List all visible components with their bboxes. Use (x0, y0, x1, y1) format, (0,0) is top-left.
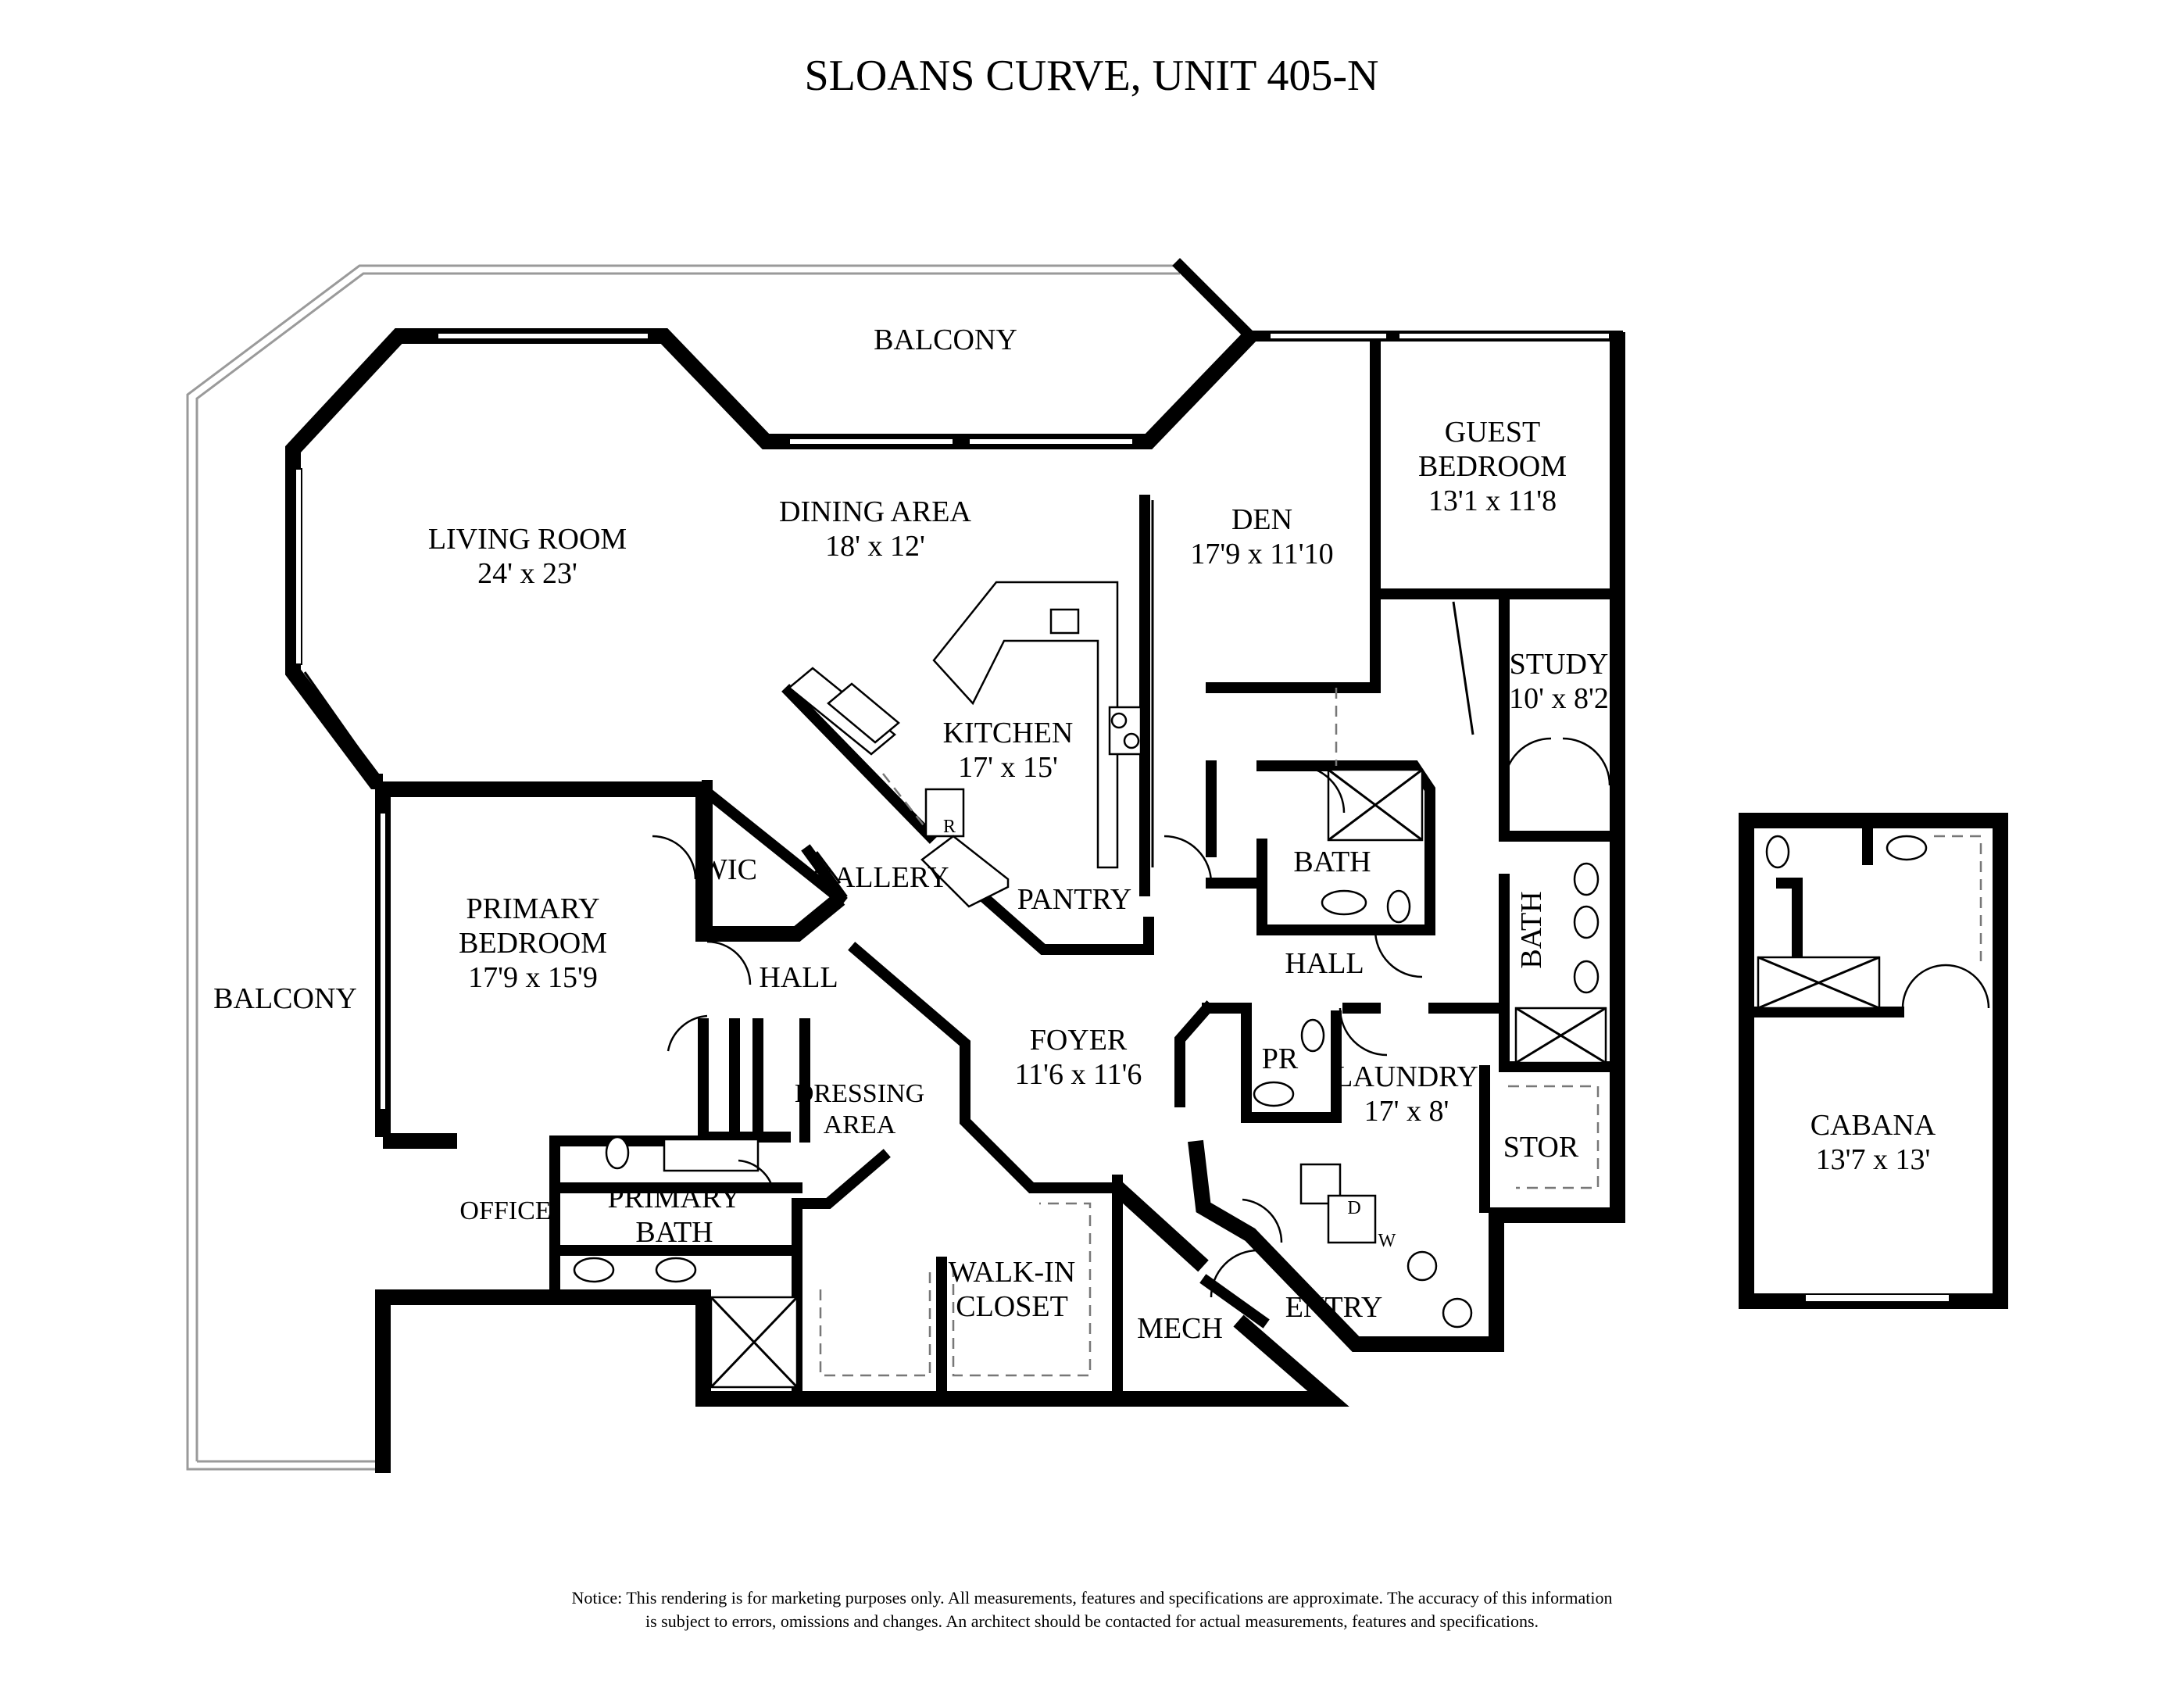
label-primary-bedroom-2: BEDROOM (459, 927, 607, 960)
label-den-size: 17'9 x 11'10 (1190, 538, 1333, 570)
label-laundry: LAUNDRY (1335, 1060, 1478, 1093)
label-pantry: PANTRY (1017, 883, 1131, 916)
label-washer: W (1378, 1231, 1396, 1251)
label-guest-bedroom-size: 13'1 x 11'8 (1428, 485, 1557, 517)
label-dining-area: DINING AREA (779, 495, 971, 528)
label-study-size: 10' x 8'2 (1509, 682, 1609, 715)
label-laundry-size: 17' x 8' (1364, 1095, 1449, 1128)
label-gallery: GALLERY (812, 861, 949, 894)
label-living-room: LIVING ROOM (428, 523, 627, 556)
label-hall-left: HALL (759, 961, 838, 994)
notice: Notice: This rendering is for marketing … (0, 1586, 2184, 1633)
label-guest-bedroom-2: BEDROOM (1418, 450, 1567, 483)
label-den: DEN (1231, 503, 1292, 536)
label-entry: ENTRY (1285, 1291, 1383, 1324)
label-cabana: CABANA (1810, 1109, 1936, 1142)
label-foyer-size: 11'6 x 11'6 (1015, 1058, 1142, 1091)
notice-line-1: Notice: This rendering is for marketing … (571, 1588, 1613, 1608)
cabana (1739, 813, 2008, 1309)
label-bath-center: BATH (1293, 846, 1371, 878)
label-kitchen-size: 17' x 15' (958, 751, 1058, 784)
windows (295, 332, 1610, 1110)
plan-title: SLOANS CURVE, UNIT 405-N (805, 52, 1379, 100)
label-primary-bedroom-size: 17'9 x 15'9 (468, 961, 598, 994)
kitchen-fixtures (788, 581, 1142, 908)
label-living-room-size: 24' x 23' (477, 557, 577, 590)
label-stor: STOR (1503, 1131, 1579, 1164)
label-pr: PR (1262, 1042, 1299, 1075)
label-primary-bath-2: BATH (635, 1216, 713, 1249)
label-mech: MECH (1137, 1312, 1223, 1345)
label-office: OFFICE (459, 1196, 551, 1225)
label-refrigerator: R (943, 817, 956, 837)
label-kitchen: KITCHEN (943, 717, 1074, 749)
bath-fixtures (573, 768, 1607, 1389)
label-dressing-area-1: DRESSING (795, 1079, 924, 1108)
room-labels: BALCONY BALCONY LIVING ROOM 24' x 23' DI… (213, 324, 1936, 1345)
label-study: STUDY (1510, 648, 1609, 681)
doors (652, 500, 1611, 1298)
closet-dashes (819, 688, 1600, 1377)
label-hall-right: HALL (1285, 947, 1364, 980)
label-dressing-area-2: AREA (824, 1110, 896, 1139)
balcony-outline (186, 264, 1180, 1471)
label-dining-area-size: 18' x 12' (825, 530, 925, 563)
label-primary-bath-1: PRIMARY (607, 1182, 741, 1214)
label-wic: WIC (699, 853, 757, 886)
label-primary-bedroom-1: PRIMARY (466, 892, 599, 925)
label-walk-in-closet-2: CLOSET (956, 1290, 1068, 1323)
label-balcony-left: BALCONY (213, 982, 357, 1015)
label-bath-right: BATH (1515, 891, 1548, 968)
label-guest-bedroom-1: GUEST (1445, 416, 1540, 449)
label-cabana-size: 13'7 x 13' (1816, 1143, 1931, 1176)
label-foyer: FOYER (1030, 1024, 1128, 1057)
notice-line-2: is subject to errors, omissions and chan… (645, 1611, 1539, 1631)
label-walk-in-closet-1: WALK-IN (949, 1256, 1076, 1289)
label-dryer: D (1347, 1198, 1360, 1218)
label-balcony-top: BALCONY (874, 324, 1017, 356)
